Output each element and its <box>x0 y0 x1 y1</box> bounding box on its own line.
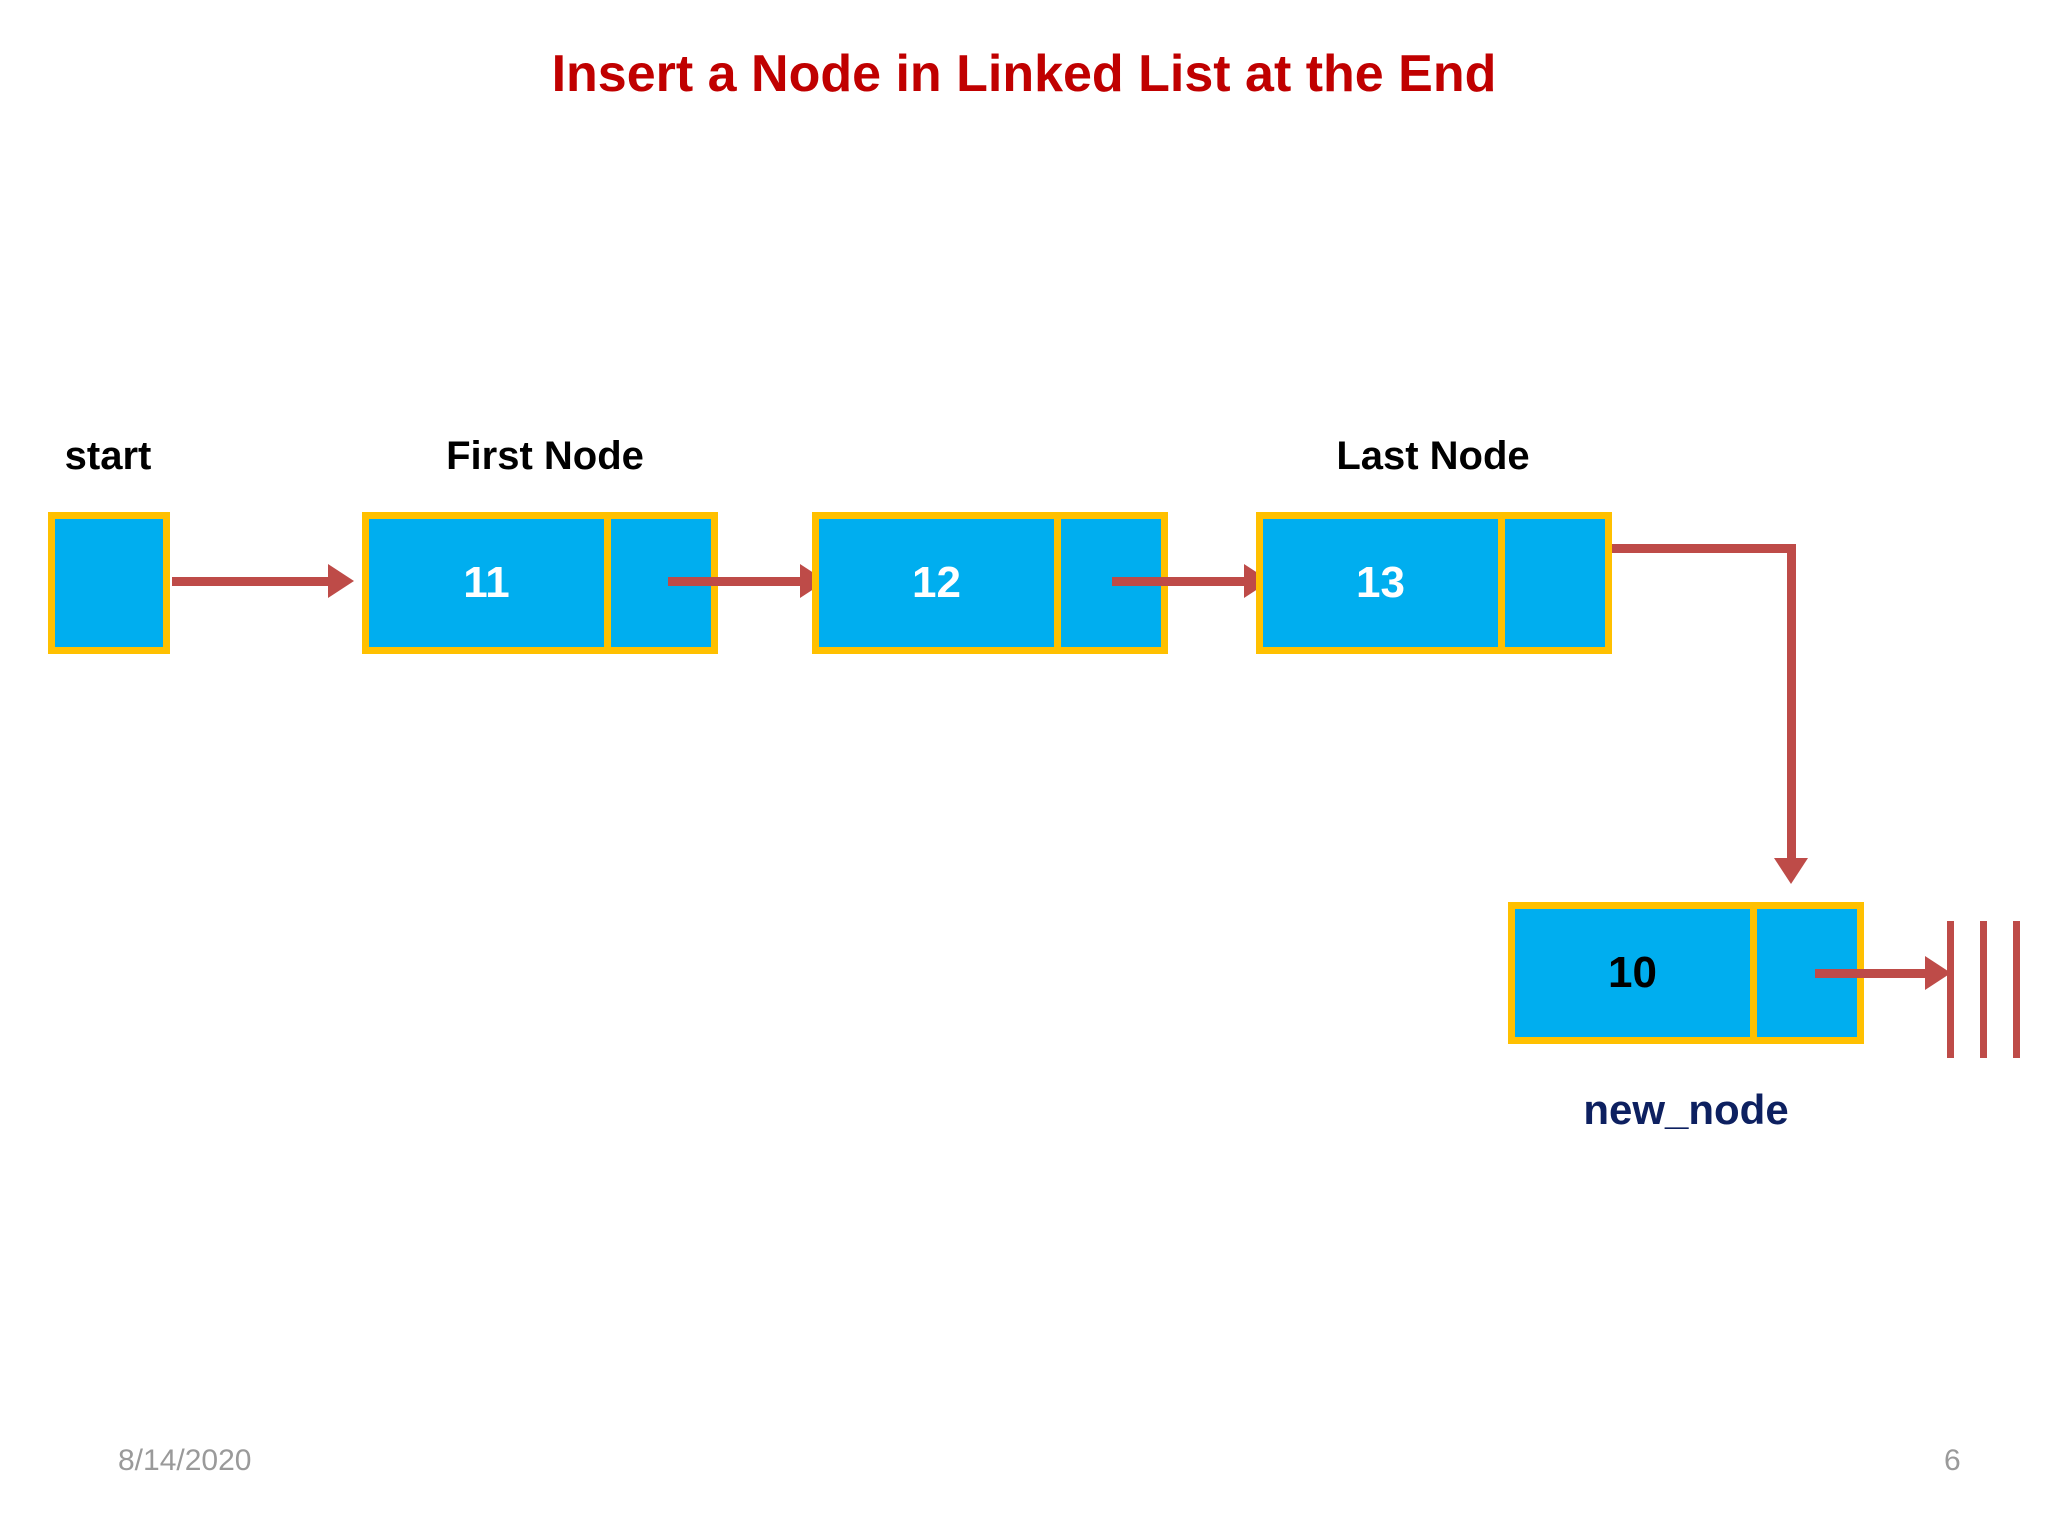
start-pointer-box[interactable] <box>48 512 170 654</box>
node-13[interactable]: 13 <box>1256 512 1612 654</box>
node-12-value: 12 <box>912 558 961 607</box>
node-13-pointer-cell <box>1505 519 1605 647</box>
node-13-value: 13 <box>1356 558 1405 607</box>
footer-date: 8/14/2020 <box>118 1444 252 1477</box>
arrow-last-to-new-horizontal <box>1612 544 1796 553</box>
node-11-data-cell: 11 <box>369 519 604 647</box>
arrow-start-to-first-head <box>328 564 354 598</box>
arrow-last-to-new-head <box>1774 858 1808 884</box>
label-last-node: Last Node <box>1336 434 1530 478</box>
label-new-node: new_node <box>1583 1086 1789 1133</box>
node-12-data-cell: 12 <box>819 519 1054 647</box>
arrow-new-to-null-head <box>1925 956 1951 990</box>
label-start: start <box>64 434 152 478</box>
arrow-new-to-null-line <box>1815 969 1935 978</box>
node-10-data-cell: 10 <box>1515 909 1750 1037</box>
footer-page-number: 6 <box>1944 1444 1961 1477</box>
null-marker-bar-3 <box>2013 921 2020 1058</box>
node-11[interactable]: 11 <box>362 512 718 654</box>
node-10-value: 10 <box>1608 948 1657 997</box>
null-marker-bar-1 <box>1947 921 1954 1058</box>
label-first-node: First Node <box>446 434 644 478</box>
arrow-start-to-first-line <box>172 577 332 586</box>
arrow-first-to-second-line <box>668 577 804 586</box>
node-10-new-node[interactable]: 10 <box>1508 902 1864 1044</box>
page-title: Insert a Node in Linked List at the End <box>551 45 1497 103</box>
arrow-second-to-last-line <box>1112 577 1252 586</box>
arrow-last-to-new-vertical <box>1787 544 1796 864</box>
null-marker-bar-2 <box>1980 921 1987 1058</box>
node-13-data-cell: 13 <box>1263 519 1498 647</box>
node-11-value: 11 <box>463 558 510 607</box>
